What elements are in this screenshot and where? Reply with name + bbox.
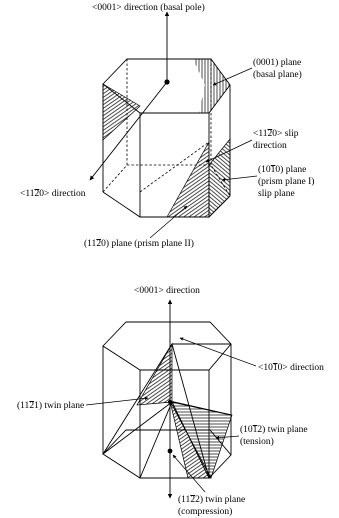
slip-direction-label: <1120> slip: [253, 129, 299, 139]
prism-plane-ii-hatch: [166, 140, 210, 218]
prism-plane-i-sublabel: (prism plane I): [258, 176, 314, 187]
prism-plane-i-slip-label: slip plane: [258, 189, 295, 199]
twin-plane-1121-hatch: [136, 342, 173, 406]
prism-plane-i-hatch: [208, 138, 231, 218]
basal-plane-hatch: [193, 59, 230, 113]
twin-plane-1122-label: (1122) twin plane: [178, 494, 245, 505]
twin-center-dot: [167, 448, 173, 454]
twin-plane-1012-label: (1012) twin plane: [240, 424, 308, 435]
basal-plane-label: (0001) plane: [253, 57, 301, 68]
basal-plane-sublabel: (basal plane): [253, 69, 302, 80]
tension-label: (tension): [240, 436, 274, 447]
bottom-hexagonal-prism: [102, 299, 233, 499]
prism-plane-slip-hatch: [102, 83, 141, 141]
twin-plane-1121-label: (1121) twin plane: [17, 400, 84, 411]
prism-plane-i-label: (1010) plane: [258, 164, 306, 175]
prism-plane-ii-label: (1120) plane (prism plane II): [84, 238, 194, 249]
direction-1010-label: <1010> direction: [258, 363, 324, 373]
basal-pole-label: <0001> direction (basal pole): [92, 2, 205, 13]
direction-1120-label: <1120> direction: [20, 189, 86, 199]
top-hexagonal-prism: [89, 11, 231, 218]
direction-0001-label: <0001> direction: [134, 286, 200, 296]
slip-direction-sublabel: direction: [253, 141, 287, 151]
compression-label: (compression): [178, 506, 232, 517]
